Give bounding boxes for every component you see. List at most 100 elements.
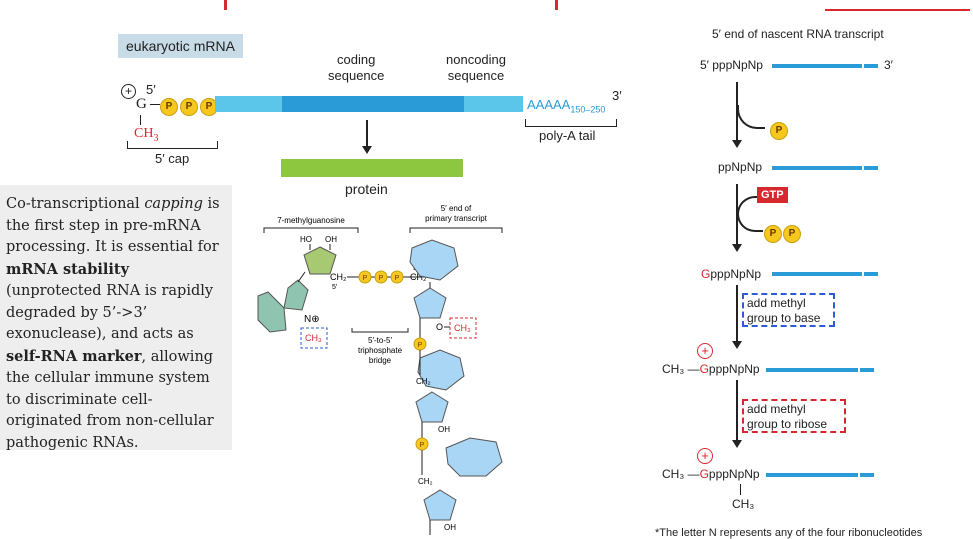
coding-segment (282, 96, 464, 112)
oh-mid: OH (438, 425, 450, 434)
utr5-segment (215, 96, 282, 112)
box1-line1: add methyl (747, 296, 806, 310)
footnote: *The letter N represents any of the four… (655, 527, 923, 539)
polya-tail-label: poly-A tail (539, 128, 596, 143)
bridge-phosphate-1 (358, 270, 372, 284)
phosphate-icon-1: P (160, 98, 178, 116)
arrow2-head (732, 244, 742, 252)
box1-line2: group to base (747, 311, 821, 325)
note-text-2: is the first step in pre-mRNA processing… (6, 196, 220, 255)
bridge-p2-text: P (379, 275, 384, 282)
ch2-left: CH₂ (330, 272, 347, 282)
backbone-p1-text: P (418, 342, 423, 349)
box2-line1: add methyl (747, 402, 806, 416)
top-red-line-left (224, 0, 227, 10)
nucleotide1-ribose (413, 287, 447, 319)
translate-arrow-shaft (366, 120, 368, 148)
methylguanosine-label: 7-methylguanosine (277, 216, 345, 225)
step3-label: GpppNpNp (701, 267, 761, 281)
primary-label-2: primary transcript (425, 214, 488, 223)
step1-three-prime: 3′ (884, 58, 893, 72)
pathway-title: 5′ end of nascent RNA transcript (712, 27, 884, 41)
five-prime-left: 5′ (332, 284, 338, 291)
step4-plus-icon: + (697, 343, 713, 359)
polya-a: AAAAA (527, 97, 571, 112)
backbone-p2-text: P (420, 442, 425, 449)
arrow3-head (732, 341, 742, 349)
cap-g-label: G (136, 96, 147, 112)
nucleotide3-ribose (423, 489, 457, 521)
note-self-rna-marker: self-RNA marker (6, 347, 142, 365)
released-phosphate-icon: P (770, 122, 788, 140)
coding-label: coding sequence (328, 52, 384, 84)
ch2-mid: CH₂ (416, 377, 431, 386)
cap-ch3-sub: 3 (153, 132, 159, 144)
utr3-segment (464, 96, 523, 112)
bridge-p1-text: P (363, 275, 368, 282)
nucleotide3-base (445, 437, 503, 477)
arrow4-head (732, 440, 742, 448)
step3-strand (772, 272, 862, 276)
coding-label-line1: coding (337, 52, 376, 67)
step5-g: G (699, 467, 709, 481)
step3-g: G (701, 267, 711, 281)
bridge-phosphate-3 (390, 270, 404, 284)
note-text-4: , allowing the cellular immune system to… (6, 348, 214, 451)
base-methyl-box (300, 327, 328, 349)
ribose-ch3: CH₃ (454, 323, 471, 333)
cap-dash (150, 104, 160, 105)
bridge-p3-text: P (395, 275, 400, 282)
primary-label-1: 5′ end of (441, 204, 472, 213)
step3-strand-dashes (864, 272, 878, 276)
step5-rest: pppNpNp (708, 467, 760, 481)
step2-strand-dashes (864, 166, 878, 170)
step5-bond (740, 484, 741, 495)
ho-label: HO (300, 235, 312, 244)
methyl-base-box: add methyl group to base (742, 293, 835, 327)
arrow2-in-branch (737, 196, 759, 216)
arrow3-shaft (736, 285, 738, 343)
step5-label: CH₃ —GpppNpNp (662, 467, 760, 481)
step2-strand (772, 166, 862, 170)
protein-label: protein (345, 181, 388, 197)
mrna-tag: eukaryotic mRNA (118, 34, 243, 58)
step4-rest: pppNpNp (708, 362, 760, 376)
bridge-label-2: triphosphate (358, 346, 403, 355)
methyl-ribose-box: add methyl group to ribose (742, 399, 846, 433)
ch2-right: CH₂ (410, 272, 427, 282)
note-text-3: (unprotected RNA is rapidly degraded by … (6, 283, 214, 342)
oh-label: OH (325, 235, 337, 244)
three-prime-top: 3′ (612, 88, 622, 103)
cap-plus-icon: + (121, 84, 136, 99)
note-text-1: Co-transcriptional (6, 196, 145, 212)
step5-bottom-ch3: CH₃ (732, 497, 755, 511)
nucleotide2-ribose (415, 391, 449, 423)
nucleotide2-base (417, 349, 465, 391)
ribose-methyl-box (449, 317, 477, 339)
o-label: O (436, 322, 443, 332)
noncoding-label-line1: noncoding (446, 52, 506, 67)
released-pp-icon-2: P (783, 225, 801, 243)
translate-arrow-head (362, 146, 372, 154)
coding-label-line2: sequence (328, 68, 385, 83)
noncoding-label: noncoding sequence (446, 52, 506, 84)
polya-text: AAAAA150–250 (527, 97, 605, 115)
gtp-badge: GTP (757, 187, 788, 203)
polya-range: 150–250 (570, 104, 606, 115)
cap-five-prime: 5′ (146, 82, 156, 97)
released-pp-icon-1: P (764, 225, 782, 243)
step5-plus-icon: + (697, 448, 713, 464)
box2-line2: group to ribose (747, 417, 828, 431)
step4-ch3: CH₃ — (662, 362, 700, 376)
top-red-line-mid (555, 0, 558, 10)
step2-label: ppNpNp (718, 160, 763, 174)
guanine-ring-6 (257, 291, 287, 333)
step5-strand (766, 473, 858, 477)
arrow4-shaft (736, 380, 738, 442)
guanosine-ribose (303, 246, 337, 275)
capping-note: Co-transcriptional capping is the first … (0, 185, 232, 451)
top-red-line-right (825, 0, 970, 11)
n-plus-label: N⊕ (304, 314, 320, 325)
